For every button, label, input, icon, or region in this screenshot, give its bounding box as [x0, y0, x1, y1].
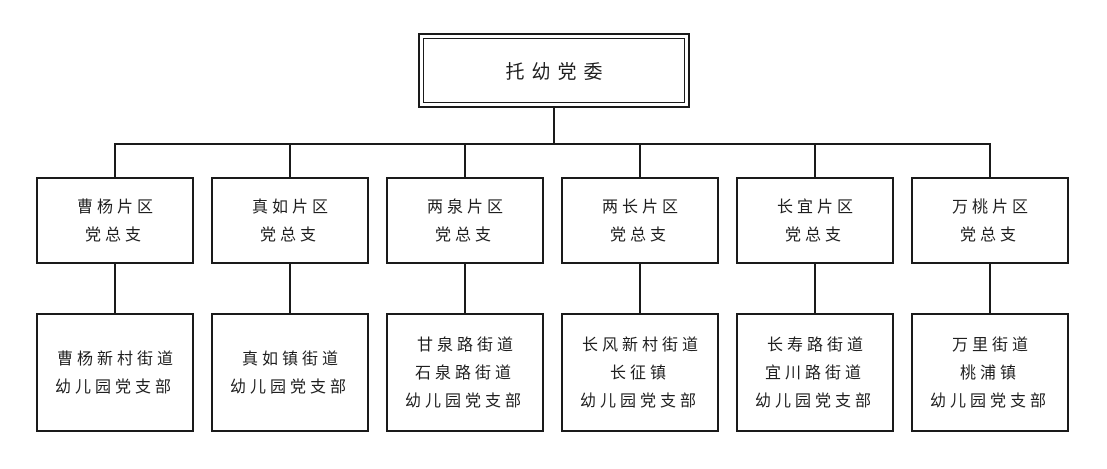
division-label: 万桃片区 党总支: [951, 196, 1032, 244]
mid-connector: [639, 264, 641, 313]
root-node-label: 托幼党委: [505, 61, 610, 83]
drop-connector: [639, 144, 641, 177]
drop-connector: [464, 144, 466, 177]
branch-box-caoyang: 曹杨新村街道 幼儿园党支部: [36, 313, 194, 432]
branch-box-liangchang: 长风新村街道 长征镇 幼儿园党支部: [561, 313, 719, 432]
column-zhenru: 真如片区 党总支 真如镇街道 幼儿园党支部: [211, 144, 369, 432]
branch-label: 曹杨新村街道 幼儿园党支部: [54, 348, 177, 396]
branch-box-wantao: 万里街道 桃浦镇 幼儿园党支部: [911, 313, 1069, 432]
drop-connector: [989, 144, 991, 177]
drop-connector: [814, 144, 816, 177]
division-label: 曹杨片区 党总支: [76, 196, 157, 244]
mid-connector: [989, 264, 991, 313]
division-label: 真如片区 党总支: [251, 196, 332, 244]
mid-connector: [464, 264, 466, 313]
mid-connector: [814, 264, 816, 313]
column-wantao: 万桃片区 党总支 万里街道 桃浦镇 幼儿园党支部: [911, 144, 1069, 432]
horizontal-connector: [114, 143, 991, 145]
branch-label: 长寿路街道 宜川路街道 幼儿园党支部: [754, 334, 875, 410]
division-box-liangchang: 两长片区 党总支: [561, 177, 719, 264]
branch-box-liangquan: 甘泉路街道 石泉路街道 幼儿园党支部: [386, 313, 544, 432]
division-label: 长宜片区 党总支: [776, 196, 857, 244]
root-stem-connector: [553, 108, 555, 144]
division-label: 两泉片区 党总支: [426, 196, 507, 244]
mid-connector: [289, 264, 291, 313]
column-liangquan: 两泉片区 党总支 甘泉路街道 石泉路街道 幼儿园党支部: [386, 144, 544, 432]
mid-connector: [114, 264, 116, 313]
branch-label: 万里街道 桃浦镇 幼儿园党支部: [929, 334, 1050, 410]
drop-connector: [114, 144, 116, 177]
column-caoyang: 曹杨片区 党总支 曹杨新村街道 幼儿园党支部: [36, 144, 194, 432]
branch-label: 真如镇街道 幼儿园党支部: [229, 348, 350, 396]
division-box-liangquan: 两泉片区 党总支: [386, 177, 544, 264]
column-liangchang: 两长片区 党总支 长风新村街道 长征镇 幼儿园党支部: [561, 144, 719, 432]
division-label: 两长片区 党总支: [601, 196, 682, 244]
branch-label: 甘泉路街道 石泉路街道 幼儿园党支部: [404, 334, 525, 410]
column-changyi: 长宜片区 党总支 长寿路街道 宜川路街道 幼儿园党支部: [736, 144, 894, 432]
branch-box-zhenru: 真如镇街道 幼儿园党支部: [211, 313, 369, 432]
root-node-inner-border: 托幼党委: [423, 38, 685, 103]
branch-box-changyi: 长寿路街道 宜川路街道 幼儿园党支部: [736, 313, 894, 432]
drop-connector: [289, 144, 291, 177]
root-node-box: 托幼党委: [418, 33, 690, 108]
division-box-wantao: 万桃片区 党总支: [911, 177, 1069, 264]
division-box-zhenru: 真如片区 党总支: [211, 177, 369, 264]
division-box-caoyang: 曹杨片区 党总支: [36, 177, 194, 264]
division-box-changyi: 长宜片区 党总支: [736, 177, 894, 264]
branch-label: 长风新村街道 长征镇 幼儿园党支部: [579, 334, 702, 410]
